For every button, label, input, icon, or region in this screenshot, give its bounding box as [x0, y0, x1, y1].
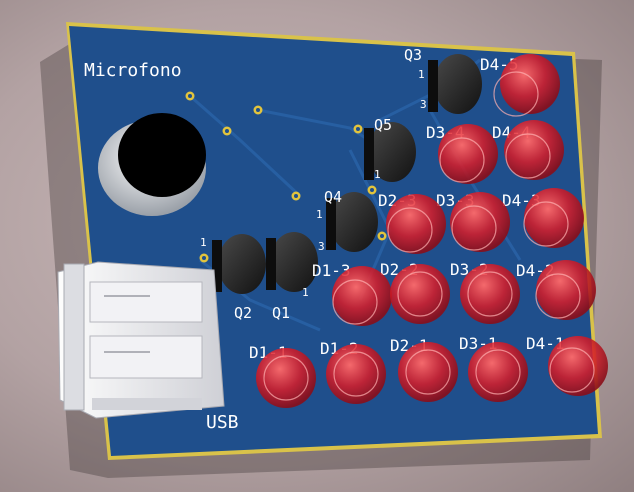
led: [332, 266, 392, 326]
led: [256, 348, 316, 408]
led: [523, 188, 584, 248]
q1-label: Q1: [272, 304, 290, 322]
q2-label: Q2: [234, 304, 252, 322]
transistor-q5: [364, 122, 416, 182]
led: [398, 342, 458, 402]
q4-pin1-label: 1: [316, 208, 323, 221]
led: [504, 120, 564, 180]
q5-label: Q5: [374, 116, 392, 134]
microphone: [98, 113, 206, 216]
q5-pin1-label: 1: [374, 168, 381, 181]
led: [493, 54, 560, 117]
q3-pin1-label: 1: [418, 68, 425, 81]
led: [468, 342, 528, 402]
q2-pin1-label: 1: [200, 236, 207, 249]
q1-pin1-label: 1: [302, 286, 309, 299]
led: [390, 264, 450, 324]
transistor-q3: [428, 54, 482, 114]
led: [460, 264, 520, 324]
led: [386, 194, 446, 254]
q4-label: Q4: [324, 188, 342, 206]
transistor-q2: [212, 234, 266, 294]
q3-pin3-label: 3: [420, 98, 427, 111]
q3-label: Q3: [404, 46, 422, 64]
usb-connector: [57, 261, 225, 419]
mic-label: Microfono: [84, 60, 182, 81]
transistor-q1: [266, 232, 318, 292]
led: [535, 260, 596, 320]
leds: [256, 54, 608, 408]
led: [438, 124, 498, 184]
q4-pin3-label: 3: [318, 240, 325, 253]
led: [548, 336, 608, 396]
led: [450, 192, 510, 252]
transistor-q4: [326, 192, 378, 252]
usb-label: USB: [206, 412, 239, 433]
led: [326, 344, 386, 404]
